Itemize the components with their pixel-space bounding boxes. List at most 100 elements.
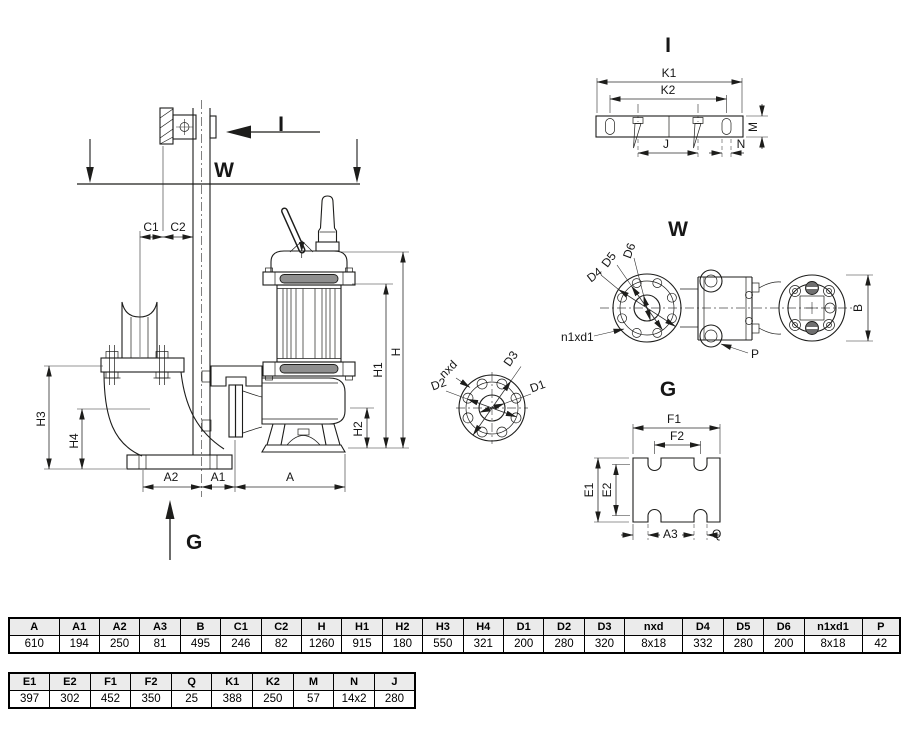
- dimensions_main-value-row-cell: 194: [58, 635, 100, 654]
- upper-guide-bracket: [159, 107, 217, 145]
- dimensions_main-value-row-cell: 280: [543, 635, 585, 654]
- dimensions_main-header-row-cell: P: [861, 617, 901, 636]
- view-I: I K1 K2 M: [595, 34, 768, 157]
- dimensions_main-value-row-cell: 495: [179, 635, 222, 654]
- dimensions_main-value-row-cell: 246: [220, 635, 262, 654]
- dimensions_main-header-row-cell: nxd: [624, 617, 684, 636]
- dimensions_main-value-row-cell: 915: [341, 635, 383, 654]
- dim-label-N: N: [737, 137, 746, 151]
- dim-label-D3: D3: [501, 348, 521, 369]
- dimensions_main-header-row-cell: n1xd1: [803, 617, 863, 636]
- dim-label-P: P: [751, 347, 759, 361]
- dim-label-n1xd1: n1xd1: [561, 330, 594, 344]
- dimensions_secondary-value-row-cell: 452: [89, 690, 132, 709]
- dimensions_main-header-row-cell: A2: [98, 617, 141, 636]
- section-label-I: I: [278, 113, 284, 136]
- dimensions_main-value-row-cell: 550: [422, 635, 464, 654]
- anchor-pin-right: [692, 104, 704, 149]
- view-arrow-G: G: [165, 500, 202, 560]
- dimensions_secondary-header-row-cell: K2: [252, 672, 294, 691]
- dimensions_secondary-header-row-cell: K1: [211, 672, 254, 691]
- view-arrow-label-G: G: [186, 531, 202, 554]
- dimensions_main-value-row-cell: 200: [502, 635, 545, 654]
- dimensions_main-value-row-cell: 332: [682, 635, 724, 654]
- dim-label-D2: D2: [429, 375, 449, 394]
- dim-label-C1: C1: [143, 220, 159, 234]
- dimensions_main-value-row-cell: 200: [763, 635, 805, 654]
- dimensions_secondary-value-row-cell: 302: [49, 690, 91, 709]
- dim-label-A2: A2: [164, 470, 179, 484]
- dimensions_main-header-row-cell: H3: [422, 617, 464, 636]
- dim-label-K2: K2: [661, 83, 676, 97]
- view-G-title: G: [660, 378, 676, 401]
- dimensions_secondary-header-row-cell: F2: [130, 672, 172, 691]
- guide-rail-pipe: [192, 100, 211, 497]
- dimensions_main-header-row-cell: D3: [583, 617, 626, 636]
- dim-label-D5: D5: [599, 249, 620, 270]
- dimensions_secondary-header-row-cell: M: [292, 672, 335, 691]
- technical-drawing: I W C1 C2: [34, 34, 873, 560]
- dim-label-D6: D6: [620, 241, 639, 261]
- dimensions_main-header-row-cell: D1: [502, 617, 545, 636]
- dim-label-E2: E2: [600, 482, 614, 497]
- dim-label-C2: C2: [170, 220, 186, 234]
- dimensions_main-header-row-cell: D5: [722, 617, 765, 636]
- dim-label-H: H: [389, 348, 403, 357]
- callout-P: P: [720, 343, 759, 361]
- dimensions_main-header-row-cell: A3: [139, 617, 181, 636]
- dim-label-D1: D1: [528, 377, 548, 396]
- dim-label-B: B: [851, 304, 865, 312]
- dim-label-A3: A3: [663, 527, 678, 541]
- view-W: W D4 D5 D6: [561, 218, 873, 361]
- dim-label-H1: H1: [371, 362, 385, 378]
- view-W-title: W: [668, 218, 688, 241]
- dimension-A-A1-A2: A2 A1 A: [142, 440, 346, 492]
- dimensions_main-header-row-cell: C2: [260, 617, 302, 636]
- dimensions_secondary-value-row-cell: 14x2: [333, 690, 375, 709]
- dimensions_main-header-row-cell: H4: [462, 617, 504, 636]
- dimensions_secondary-header-row-cell: E1: [8, 672, 51, 691]
- dimensions_main-value-row-cell: 81: [139, 635, 181, 654]
- dim-label-M: M: [746, 122, 760, 132]
- dim-label-F2: F2: [670, 429, 684, 443]
- dimensions_main-value-row-cell: 82: [260, 635, 302, 654]
- dimensions_secondary-value-row-cell: 397: [8, 690, 51, 709]
- dimension-H3-H4: H3 H4: [34, 365, 150, 470]
- dimensions_main-value-row-cell: 8x18: [624, 635, 684, 654]
- dim-label-A1: A1: [211, 470, 226, 484]
- dimensions_main-header-row-cell: H: [300, 617, 343, 636]
- flange-detail: D1 D2 D3 nxd: [429, 348, 548, 444]
- dimensions_secondary-value-row-cell: 57: [292, 690, 335, 709]
- dim-label-F1: F1: [667, 412, 681, 426]
- dimensions_main-value-row-cell: 1260: [300, 635, 343, 654]
- view-I-title: I: [665, 34, 671, 57]
- view-G: G F1 F2 E1 E2 A3 Q: [582, 378, 721, 541]
- dim-label-H4: H4: [67, 433, 81, 449]
- discharge-elbow: [100, 301, 233, 470]
- dimensions_main-header-row-cell: H2: [381, 617, 424, 636]
- dimensions_secondary-header-row-cell: Q: [170, 672, 213, 691]
- dim-label-A: A: [286, 470, 294, 484]
- dimensions_main-value-row-cell: 250: [98, 635, 141, 654]
- dim-label-E1: E1: [582, 482, 596, 497]
- elbow-body-plan: [680, 269, 760, 348]
- dimensions_main-header-row-cell: D2: [543, 617, 585, 636]
- dimensions_secondary-header-row-cell: F1: [89, 672, 132, 691]
- dim-label-D4: D4: [584, 264, 605, 285]
- dim-label-J: J: [663, 137, 669, 151]
- water-level-line: W: [77, 139, 361, 185]
- dimensions_secondary-header-row-cell: E2: [49, 672, 91, 691]
- dimensions_main-header-row-cell: D6: [763, 617, 805, 636]
- dimension-H-H1-H2: H H1 H2: [340, 251, 409, 449]
- dimensions_secondary-value-row-cell: 250: [252, 690, 294, 709]
- dim-label-H2: H2: [351, 421, 365, 437]
- dimensions_main-header-row-cell: H1: [341, 617, 383, 636]
